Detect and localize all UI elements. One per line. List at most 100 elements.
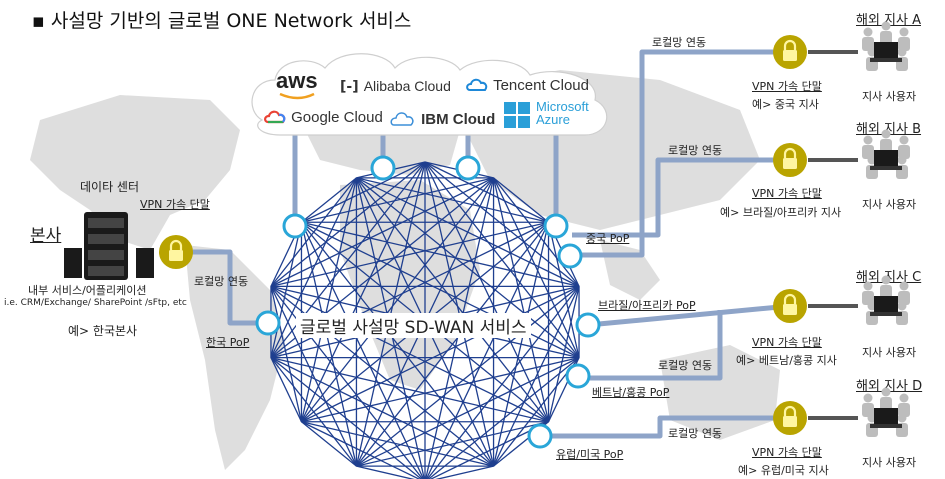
branch-lock-icon <box>773 401 807 435</box>
mesh-link <box>270 357 494 467</box>
mesh-link <box>270 286 303 422</box>
mesh-link <box>356 177 580 359</box>
mesh-link <box>493 177 549 223</box>
pop-node <box>455 155 481 181</box>
mesh-link <box>435 465 494 479</box>
branch-users-icon <box>862 275 910 325</box>
mesh-link <box>424 161 550 423</box>
branch-users-icon <box>862 129 910 179</box>
mesh-link <box>301 421 357 467</box>
mesh-link <box>301 356 580 423</box>
alibaba-logo: [-] Alibaba Cloud <box>340 76 451 95</box>
server-icon <box>64 212 154 280</box>
branch-a-local: 로컬망 연동 <box>652 36 707 49</box>
google-cloud-icon <box>264 110 286 124</box>
hq-example: 예> 한국본사 <box>68 324 138 338</box>
hq-lock-icon <box>159 235 193 269</box>
hq-services: 내부 서비스/어플리케이션 <box>28 284 147 297</box>
mesh-link <box>300 161 426 423</box>
branch-d-example: 예> 유럽/미국 지사 <box>738 464 829 477</box>
branch-b-example: 예> 브라질/아프리카 지사 <box>720 206 842 219</box>
mesh-link <box>270 177 358 358</box>
google-cloud-label: Google Cloud <box>291 109 383 126</box>
mesh-link <box>356 177 580 287</box>
branch-lock-icon <box>773 143 807 177</box>
branch-lock-icon <box>773 35 807 69</box>
brazil-pop-label: 브라질/아프리카 PoP <box>598 299 696 312</box>
mesh-link <box>270 222 303 358</box>
mesh-link <box>492 177 580 358</box>
mesh-link <box>270 161 426 287</box>
pop-node <box>557 243 583 269</box>
branch-d-local: 로컬망 연동 <box>668 427 723 440</box>
branch-d-vpn: VPN 가속 단말 <box>752 446 822 459</box>
mesh-link <box>427 357 580 479</box>
hq-vpn-label: VPN 가속 단말 <box>140 198 210 211</box>
branch-d-user: 지사 사용자 <box>862 456 917 469</box>
datacenter-label: 데이타 센터 <box>80 180 140 194</box>
mesh-label: 글로벌 사설망 SD-WAN 서비스 <box>296 313 531 338</box>
aws-logo: aws <box>276 68 318 100</box>
ibm-cloud-logo: IBM Cloud <box>390 104 495 128</box>
aws-smile-icon <box>279 92 315 100</box>
azure-label: Microsoft Azure <box>536 99 589 127</box>
branch-users-icon <box>862 21 910 71</box>
mesh-link <box>270 286 358 467</box>
branch-c-example: 예> 베트남/홍콩 지사 <box>736 354 837 367</box>
korea-pop-label: 한국 PoP <box>206 336 250 349</box>
mesh-link <box>301 177 494 223</box>
alibaba-bracket-icon: [-] <box>340 79 359 95</box>
mesh-link <box>356 421 549 467</box>
europe-pop-label: 유럽/미국 PoP <box>556 448 624 461</box>
azure-icon <box>504 102 530 128</box>
alibaba-label: Alibaba Cloud <box>363 78 451 94</box>
branch-a-region: 해외 지사 A <box>856 13 921 28</box>
china-pop-label: 중국 PoP <box>586 232 630 245</box>
branch-b-vpn: VPN 가속 단말 <box>752 187 822 200</box>
tencent-cloud-icon <box>466 78 488 91</box>
mesh-link <box>270 357 423 479</box>
branch-d-region: 해외 지사 D <box>856 379 923 394</box>
branch-b-local: 로컬망 연동 <box>668 144 723 157</box>
mesh-link <box>301 177 357 223</box>
aws-label: aws <box>276 68 318 93</box>
mesh-link <box>356 285 580 467</box>
mesh-link <box>301 221 580 288</box>
pop-node <box>575 312 601 338</box>
vietnam-pop-label: 베트남/홍콩 PoP <box>592 386 670 399</box>
mesh-link <box>492 286 580 467</box>
mesh-link <box>425 221 550 479</box>
ibm-cloud-label: IBM Cloud <box>421 111 496 128</box>
branch-users-icon <box>862 387 910 437</box>
branch-lock-icon <box>773 289 807 323</box>
pop-node <box>370 155 396 181</box>
hq-title: 본사 <box>30 226 62 246</box>
mesh-link <box>300 221 495 467</box>
branch-c-vpn: VPN 가속 단말 <box>752 336 822 349</box>
mesh-link <box>270 357 303 423</box>
pop-node <box>282 213 308 239</box>
branch-c-user: 지사 사용자 <box>862 346 917 359</box>
mesh-link <box>270 221 549 288</box>
hq-local-label: 로컬망 연동 <box>194 275 249 288</box>
mesh-link <box>356 177 549 223</box>
pop-node <box>565 363 591 389</box>
google-cloud-logo: Google Cloud <box>264 106 383 126</box>
pop-node <box>255 310 281 336</box>
branch-a-user: 지사 사용자 <box>862 90 917 103</box>
branch-a-vpn: VPN 가속 단말 <box>752 80 822 93</box>
ibm-cloud-icon <box>390 112 414 126</box>
mesh-link <box>355 177 550 423</box>
mesh-link <box>300 177 358 422</box>
branch-c-local: 로컬망 연동 <box>658 359 713 372</box>
pop-node <box>543 213 569 239</box>
tencent-label: Tencent Cloud <box>493 77 589 94</box>
tencent-logo: Tencent Cloud <box>466 74 589 94</box>
mesh-link <box>301 221 580 359</box>
mesh-link <box>424 161 580 287</box>
mesh-link <box>270 177 357 287</box>
page-title: ▪ 사설망 기반의 글로벌 ONE Network 서비스 <box>32 10 412 32</box>
